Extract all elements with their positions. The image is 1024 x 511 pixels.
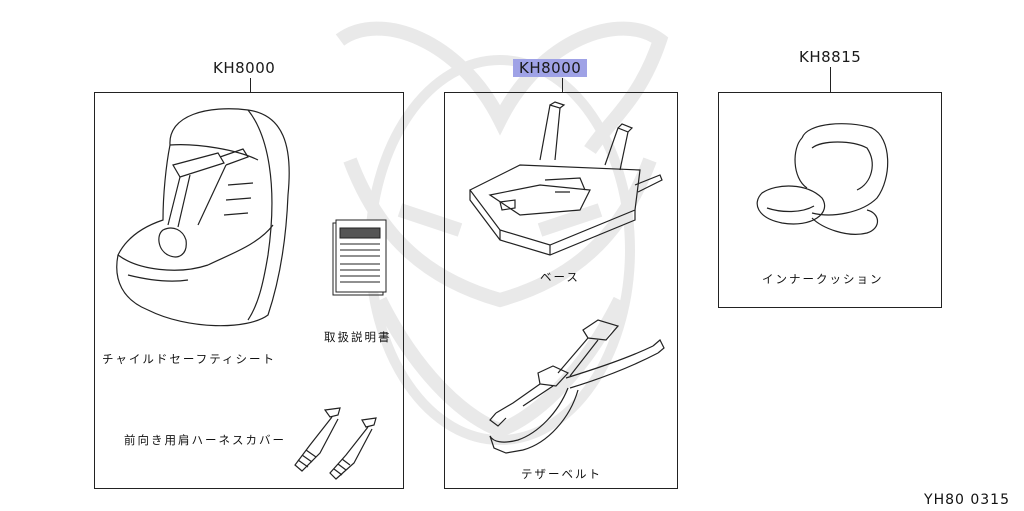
panel-base-set [444, 92, 678, 489]
manual-illustration[interactable] [330, 220, 390, 300]
part-code-kh8815[interactable]: KH8815 [799, 48, 862, 66]
label-base: ベース [540, 270, 580, 284]
inner-cushion-illustration[interactable] [752, 118, 892, 248]
leader-line [562, 78, 563, 93]
label-manual: 取扱説明書 [324, 330, 392, 344]
panel-child-seat-set [94, 92, 404, 489]
child-seat-illustration[interactable] [108, 105, 298, 335]
label-tether-belt: テザーベルト [521, 467, 602, 481]
tether-belt-illustration[interactable] [478, 318, 668, 463]
panel-inner-cushion [718, 92, 942, 308]
label-inner-cushion: インナークッション [762, 272, 884, 286]
diagram-id: YH80 0315 [924, 492, 1010, 508]
label-child-safety-seat: チャイルドセーフティシート [102, 352, 277, 366]
part-code-kh8000-base[interactable]: KH8000 [513, 59, 588, 77]
label-harness-cover: 前向き用肩ハーネスカバー [124, 433, 286, 447]
base-illustration[interactable] [460, 100, 670, 255]
leader-line [250, 78, 251, 93]
part-code-kh8000-seat[interactable]: KH8000 [213, 59, 276, 77]
leader-line [830, 67, 831, 93]
harness-cover-illustration[interactable] [280, 405, 380, 480]
